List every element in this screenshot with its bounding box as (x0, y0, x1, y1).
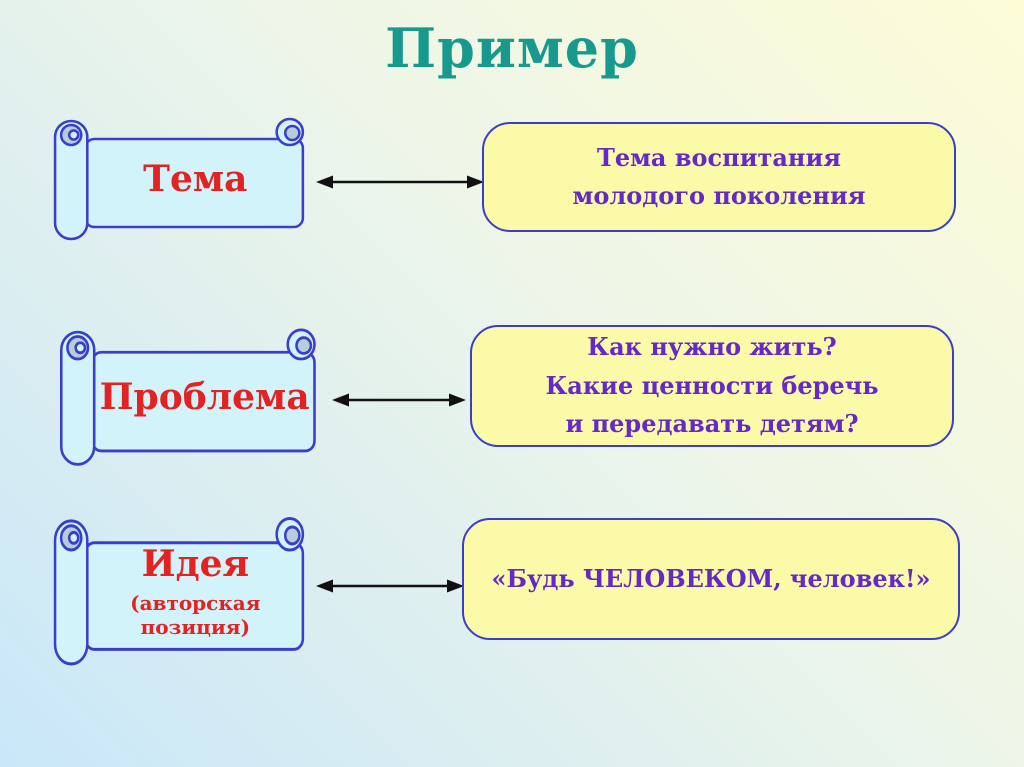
scroll-shape-ideya: Идея (авторская позиция) (46, 510, 320, 670)
answer-box-text: Как нужно жить? Какие ценности беречь и … (545, 328, 878, 443)
vertical-scroll-icon (53, 117, 305, 241)
answer-box-text: Тема воспитания молодого поколения (572, 139, 865, 216)
answer-line: и передавать детям? (565, 409, 859, 439)
double-arrow-row2 (332, 390, 466, 410)
scroll-label-problema: Проблема (99, 375, 310, 418)
answer-box-ideya: «Будь ЧЕЛОВЕКОМ, человек!» (462, 518, 960, 640)
scroll-shape-problema: Проблема (52, 322, 332, 470)
double-arrow-row1 (316, 172, 484, 192)
scroll-label-ideya: Идея (141, 542, 250, 585)
answer-box-problema: Как нужно жить? Какие ценности беречь и … (470, 325, 954, 447)
vertical-scroll-icon (59, 328, 316, 466)
answer-line: молодого поколения (572, 181, 866, 210)
scroll-shape-tema: Тема (46, 112, 320, 244)
scroll-label-tema: Тема (143, 157, 248, 200)
double-arrow-icon (316, 579, 464, 593)
vertical-scroll-icon (53, 516, 305, 666)
double-arrow-icon (316, 175, 484, 189)
slide-title: Пример (385, 16, 639, 80)
answer-line: «Будь ЧЕЛОВЕКОМ, человек!» (491, 563, 931, 593)
answer-line: Тема воспитания (596, 142, 842, 172)
answer-line: Какие ценности беречь (545, 370, 879, 400)
answer-line: Как нужно жить? (587, 332, 837, 362)
scroll-sublabel-ideya: (авторская позиция) (130, 591, 261, 640)
answer-box-tema: Тема воспитания молодого поколения (482, 122, 956, 232)
double-arrow-row3 (316, 576, 464, 596)
answer-box-text: «Будь ЧЕЛОВЕКОМ, человек!» (491, 560, 930, 598)
double-arrow-icon (332, 393, 466, 407)
